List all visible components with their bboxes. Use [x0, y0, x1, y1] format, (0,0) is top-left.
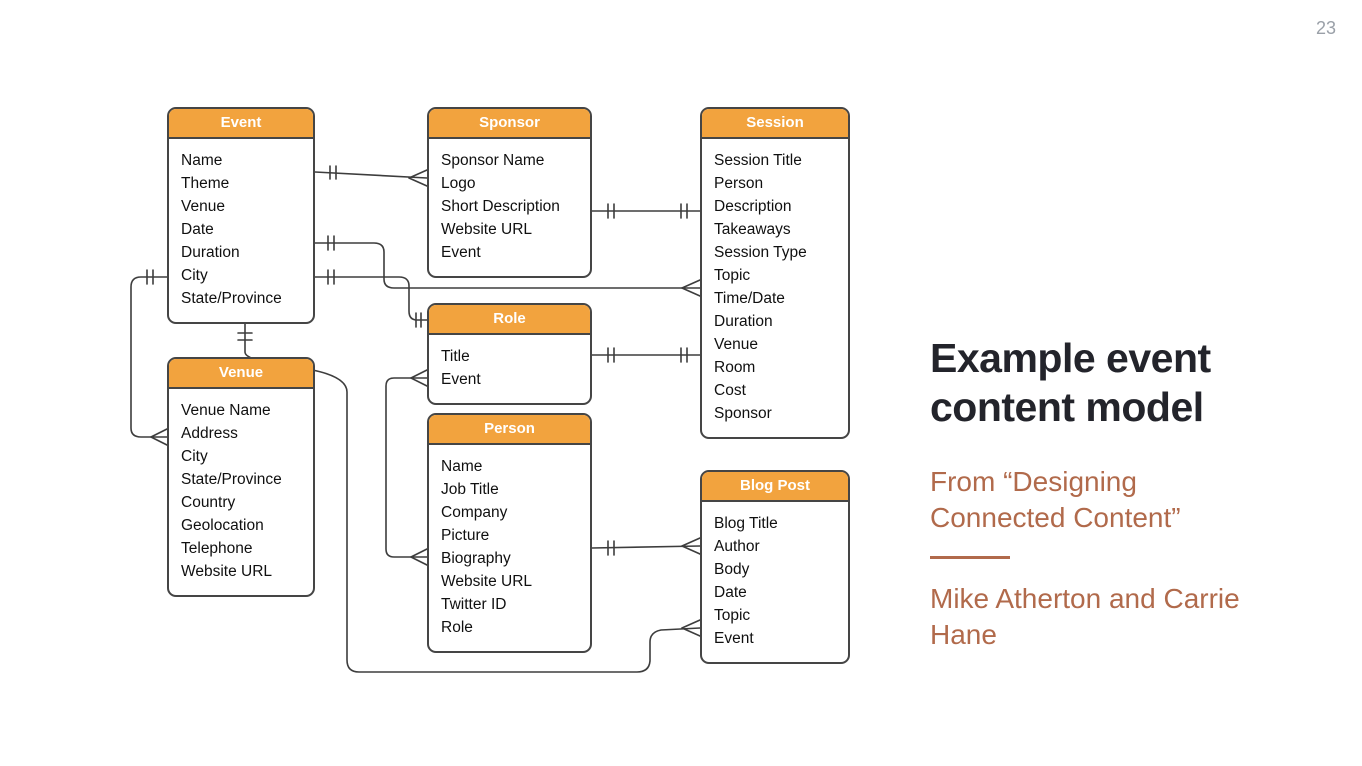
entity-field: City [181, 267, 208, 284]
entity-field: Duration [714, 313, 773, 330]
rel-person-blogpost [591, 537, 701, 556]
slide-authors: Mike Atherton and Carrie Hane [930, 583, 1240, 650]
entity-field: Telephone [181, 540, 253, 557]
entity-field: Event [441, 244, 481, 261]
entity-field: Description [714, 198, 792, 215]
rel-role-person [385, 369, 428, 566]
entity-field: Session Title [714, 152, 802, 169]
entity-role-title: Role [429, 305, 590, 335]
entity-event-title: Event [169, 109, 313, 139]
entity-field: Name [181, 152, 223, 169]
entity-field: Venue [181, 198, 225, 215]
slide-source: From “Designing Connected Content” [930, 466, 1181, 533]
entity-field: Sponsor Name [441, 152, 545, 169]
entity-venue-title: Venue [169, 359, 313, 389]
entity-field: Country [181, 494, 236, 511]
entity-field: Website URL [181, 563, 273, 580]
entity-field: Biography [441, 550, 511, 567]
entity-field: Venue Name [181, 402, 271, 419]
entity-field: Topic [714, 607, 751, 624]
entity-field: Company [441, 504, 508, 521]
entity-field: Body [714, 561, 750, 578]
page-number: 23 [1315, 18, 1336, 38]
entity-field: Takeaways [714, 221, 791, 238]
entity-field: Theme [181, 175, 230, 192]
entity-field: Date [181, 221, 214, 238]
entity-field: Role [441, 619, 473, 636]
entity-field: Venue [714, 336, 758, 353]
entity-field: Author [714, 538, 760, 555]
entity-field: Duration [181, 244, 240, 261]
entity-field: City [181, 448, 208, 465]
entity-field: Logo [441, 175, 476, 192]
entity-field: Event [441, 371, 481, 388]
entity-field: Twitter ID [441, 596, 507, 613]
entity-field: Job Title [441, 481, 499, 498]
entity-field: Address [181, 425, 238, 442]
entity-field: State/Province [181, 290, 282, 307]
entity-field: Date [714, 584, 747, 601]
entity-field: State/Province [181, 471, 282, 488]
entity-session-title: Session [702, 109, 848, 139]
entity-field: Short Description [441, 198, 560, 215]
entity-field: Website URL [441, 573, 533, 590]
entity-field: Geolocation [181, 517, 264, 534]
entity-field: Title [441, 348, 470, 365]
entity-field: Website URL [441, 221, 533, 238]
divider-line [930, 556, 1010, 559]
entity-person-title: Person [429, 415, 590, 445]
entity-field: Picture [441, 527, 490, 544]
entity-field: Cost [714, 382, 746, 399]
rel-event-session [314, 235, 701, 297]
entity-field: Room [714, 359, 756, 376]
entity-field: Session Type [714, 244, 807, 261]
entity-sponsor-title: Sponsor [429, 109, 590, 139]
rel-role-session [591, 347, 701, 363]
rel-sponsor-session [591, 203, 701, 219]
entity-field: Topic [714, 267, 751, 284]
slide-title: Example event content model [930, 335, 1211, 430]
entity-field: Time/Date [714, 290, 785, 307]
entity-field: Sponsor [714, 405, 772, 422]
entity-field: Blog Title [714, 515, 778, 532]
rel-event-venue [130, 269, 168, 446]
entity-field: Event [714, 630, 754, 647]
rel-event-sponsor [314, 165, 428, 187]
entity-field: Person [714, 175, 764, 192]
entity-field: Name [441, 458, 483, 475]
rel-event-role [314, 269, 428, 328]
slide-text-panel: Example event content model From “Design… [930, 334, 1278, 653]
entity-blog-post-title: Blog Post [702, 472, 848, 502]
